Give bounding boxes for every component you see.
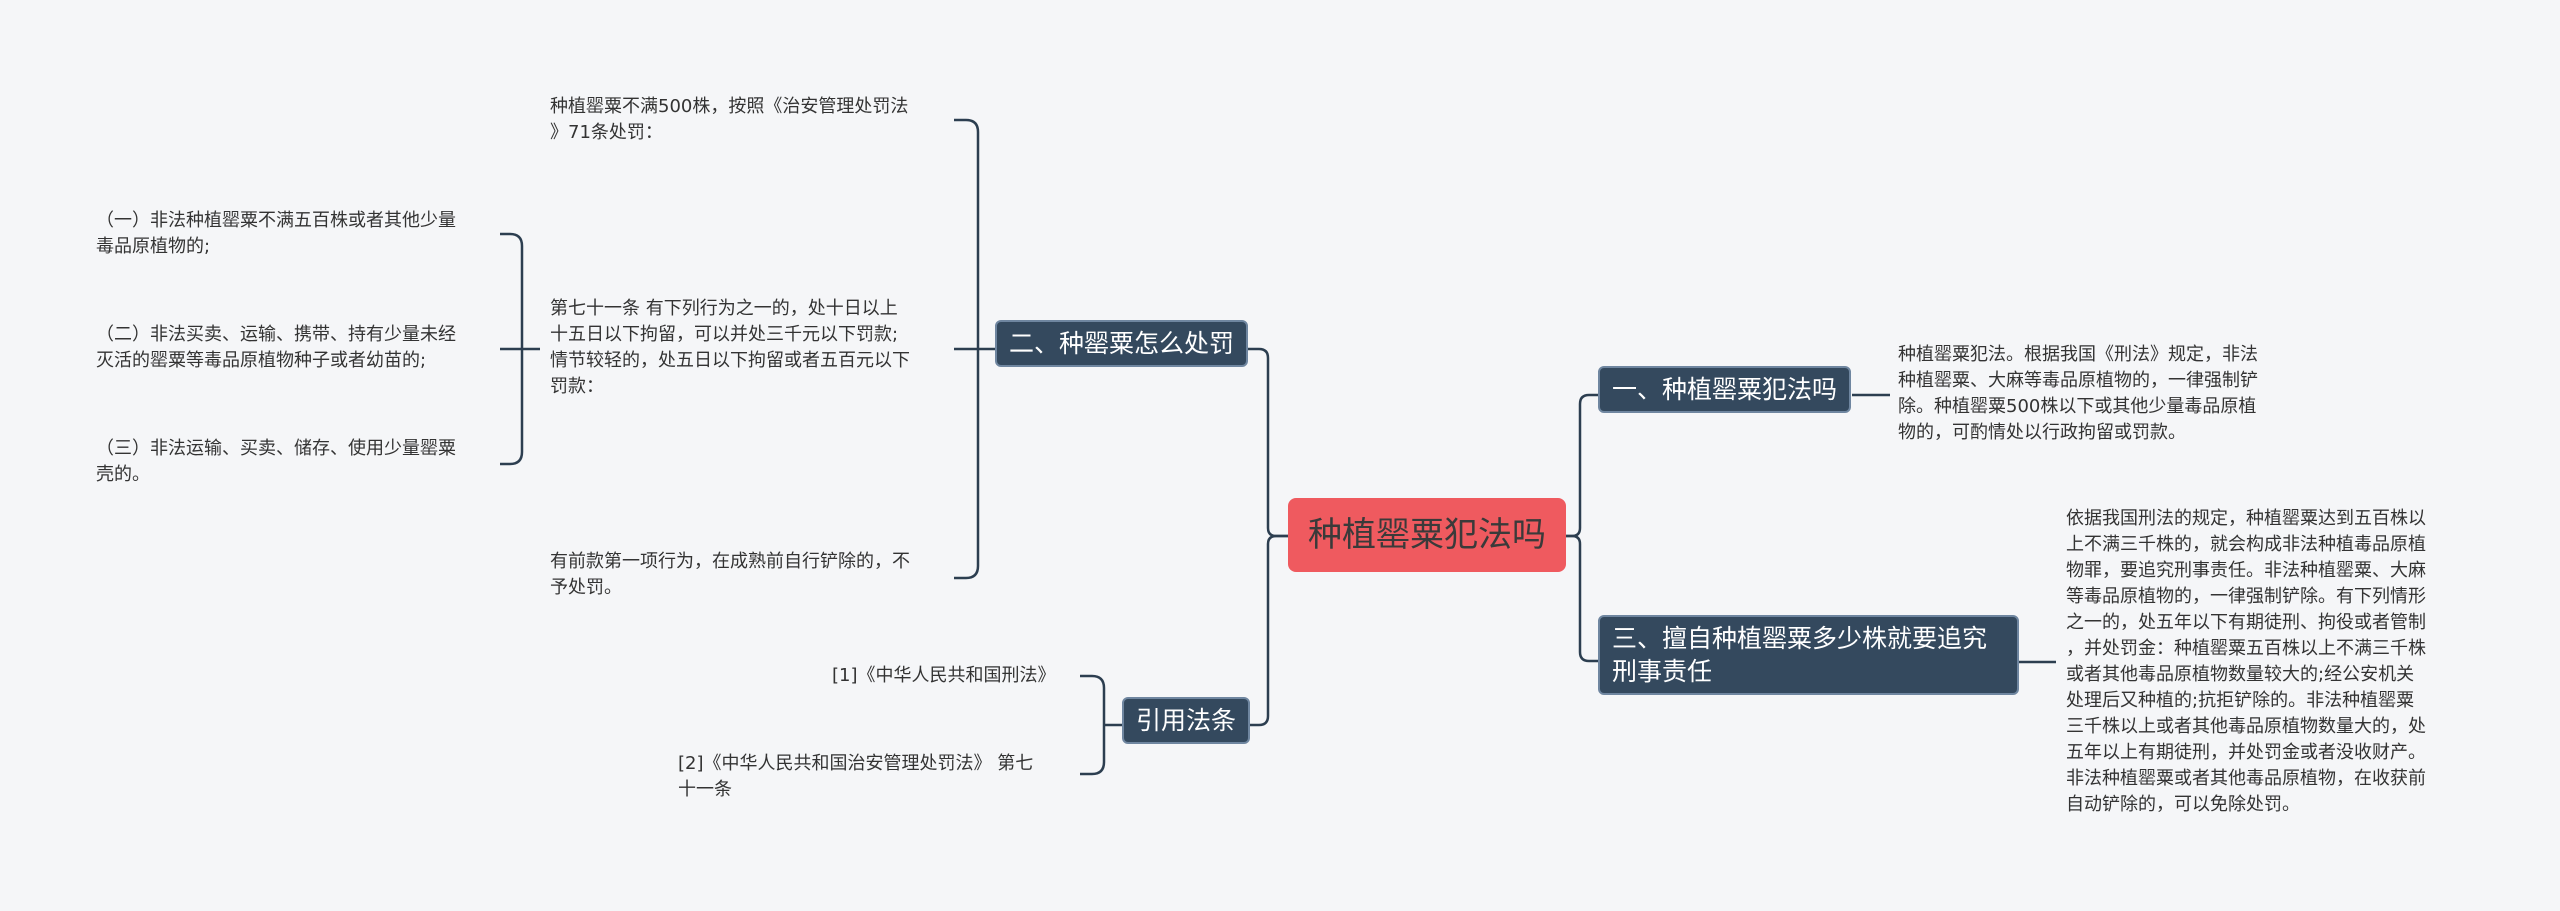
branch-1-detail: 种植罂粟犯法。根据我国《刑法》规定，非法 种植罂粟、大麻等毒品原植物的，一律强制… xyxy=(1898,344,2258,443)
branch-3-node[interactable]: 三、擅自种植罂粟多少株就要追究 刑事责任 xyxy=(1598,615,2019,695)
link-b2-bracket xyxy=(954,118,995,580)
link-root-b2 xyxy=(1248,347,1288,538)
branch-1-node[interactable]: 一、种植罂粟犯法吗 xyxy=(1598,366,1852,413)
reference-1: [1]《中华人民共和国刑法》 xyxy=(832,665,1056,686)
branch-2-leaf-1: 种植罂粟不满500株，按照《治安管理处罚法 》71条处罚： xyxy=(550,96,909,143)
link-root-b3 xyxy=(1560,534,1600,663)
branch-3-detail: 依据我国刑法的规定，种植罂粟达到五百株以 上不满三千株的，就会构成非法种植毒品原… xyxy=(2066,508,2426,815)
branch-3-label-line-2: 刑事责任 xyxy=(1612,657,1713,686)
root-node[interactable]: 种植罂粟犯法吗 xyxy=(1288,498,1566,572)
reference-2: [2]《中华人民共和国治安管理处罚法》 第七 十一条 xyxy=(678,753,1034,800)
branch-4-label: 引用法条 xyxy=(1136,706,1237,735)
branch-1-label: 一、种植罂粟犯法吗 xyxy=(1612,375,1838,404)
branch-2-label: 二、种罂粟怎么处罚 xyxy=(1009,329,1235,358)
branch-4-node[interactable]: 引用法条 xyxy=(1122,697,1251,744)
root-label: 种植罂粟犯法吗 xyxy=(1308,515,1546,555)
branch-2-leaf-2: 第七十一条 有下列行为之一的，处十日以上 十五日以下拘留，可以并处三千元以下罚款… xyxy=(550,298,910,397)
sub-item-2: （二）非法买卖、运输、携带、持有少量未经 灭活的罂粟等毒品原植物种子或者幼苗的; xyxy=(96,324,456,371)
link-leaf2-bracket xyxy=(500,232,540,466)
link-b4-bracket xyxy=(1080,674,1122,776)
sub-item-1: （一）非法种植罂粟不满五百株或者其他少量 毒品原植物的; xyxy=(96,210,456,257)
branch-3-label-line-1: 三、擅自种植罂粟多少株就要追究 xyxy=(1612,624,1988,653)
link-root-b1 xyxy=(1560,393,1600,538)
branch-2-node[interactable]: 二、种罂粟怎么处罚 xyxy=(995,320,1249,367)
sub-item-3: （三）非法运输、买卖、储存、使用少量罂粟 壳的。 xyxy=(96,438,456,485)
link-root-b4 xyxy=(1248,534,1288,727)
branch-2-leaf-3: 有前款第一项行为，在成熟前自行铲除的，不 予处罚。 xyxy=(550,551,910,598)
